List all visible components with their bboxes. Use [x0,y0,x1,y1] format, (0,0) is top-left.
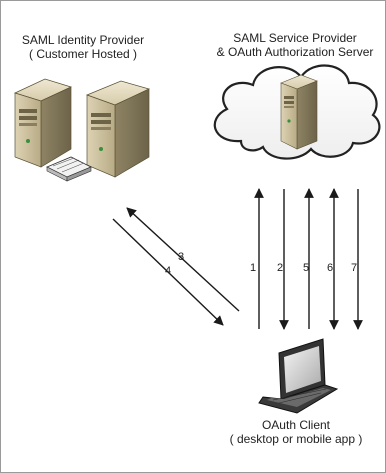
service-provider-subtitle: & OAuth Authorization Server [216,45,374,59]
oauth-client-label: OAuth Client ( desktop or mobile app ) [226,418,366,446]
keyboard-icon [46,156,92,182]
identity-provider-title: SAML Identity Provider [21,33,145,47]
oauth-client-subtitle: ( desktop or mobile app ) [229,432,363,446]
step-number-1: 1 [250,262,256,274]
oauth-client-title: OAuth Client [261,418,331,432]
step-number-7: 7 [351,262,357,274]
service-provider-label: SAML Service Provider & OAuth Authorizat… [206,31,384,59]
step-number-3: 3 [178,251,184,263]
step-number-6: 6 [327,262,333,274]
identity-provider-servers-icon [14,78,150,182]
step-number-2: 2 [277,262,283,274]
identity-provider-label: SAML Identity Provider ( Customer Hosted… [9,33,157,61]
arrow-step-4 [112,218,224,326]
server-icon [14,78,72,168]
service-provider-title: SAML Service Provider [233,31,357,45]
server-icon [86,80,150,178]
step-number-5: 5 [303,262,309,274]
step-numbers: 1 2 3 4 5 6 7 [165,251,357,277]
laptop-icon [258,338,339,414]
step-number-4: 4 [165,265,171,277]
identity-provider-subtitle: ( Customer Hosted ) [28,47,138,61]
flow-arrows [112,188,363,330]
arrow-step-3 [126,207,240,312]
service-provider-server-icon [280,74,318,150]
